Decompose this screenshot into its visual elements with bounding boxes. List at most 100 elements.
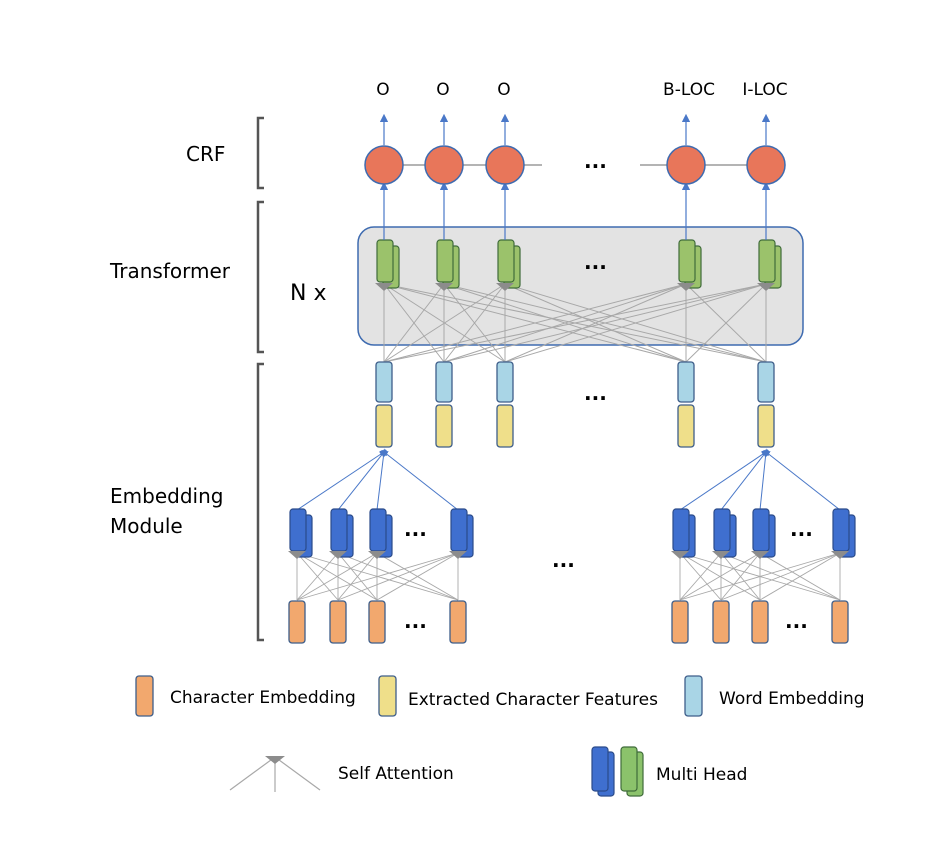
character-embedding-block: [288, 600, 306, 644]
attention-line: [337, 552, 378, 601]
extracted-feature-block: [375, 404, 393, 448]
crf-node: [746, 145, 786, 185]
character-embedding-block: [831, 600, 849, 644]
head-block: [369, 508, 387, 552]
attention-line: [443, 283, 506, 363]
attention-line: [383, 283, 506, 363]
attention-line: [383, 283, 767, 363]
char-ellipsis-right: ...: [785, 609, 808, 633]
aggregation-arrow: [759, 448, 770, 511]
attention-head-marker: [712, 551, 730, 559]
attention-line: [685, 283, 767, 363]
output-tag: O: [376, 80, 389, 100]
crf-node: [364, 145, 404, 185]
legend-swatch-word-embedding: [684, 675, 703, 717]
attention-head-marker: [368, 551, 386, 559]
attention-line: [443, 283, 767, 363]
attention-line: [504, 283, 767, 363]
output-tag: B-LOC: [663, 80, 715, 100]
output-tags: O O O B-LOC I-LOC: [376, 80, 787, 100]
head-ellipsis-right: ...: [790, 517, 813, 541]
transformer-to-crf-arrows: [379, 181, 771, 240]
attention-head-marker: [677, 283, 695, 291]
output-tag: I-LOC: [742, 80, 787, 100]
attention-line: [759, 552, 841, 601]
character-embedding-block: [751, 600, 769, 644]
attention-line: [383, 283, 687, 363]
extracted-feature-block: [435, 404, 453, 448]
crf-node: [666, 145, 706, 185]
transformer-heads: [375, 239, 782, 291]
attention-line: [443, 283, 687, 363]
section-brackets: [256, 116, 264, 642]
word-representation-stacks: [375, 361, 775, 448]
legend: Character Embedding Extracted Character …: [135, 675, 865, 797]
character-self-attention: [296, 552, 841, 601]
word-embedding-block: [496, 361, 514, 403]
transformer-block: [357, 226, 804, 346]
character-embedding-block: [671, 600, 689, 644]
head-block: [436, 239, 454, 283]
attention-head-marker: [375, 283, 393, 291]
attention-head-marker: [671, 551, 689, 559]
character-embeddings: [288, 600, 849, 644]
character-embedding-block: [712, 600, 730, 644]
crf-ellipsis: ...: [584, 149, 607, 173]
repeat-label: N x: [290, 281, 326, 306]
attention-line: [296, 552, 339, 601]
extracted-feature-block: [757, 404, 775, 448]
head-block: [752, 508, 770, 552]
crf-output-arrows: [379, 113, 771, 145]
attention-head-marker: [449, 551, 467, 559]
attention-line: [296, 552, 378, 601]
attention-line: [720, 552, 841, 601]
crf-chain: [364, 145, 786, 185]
head-block: [497, 239, 515, 283]
head-ellipsis-left: ...: [404, 517, 427, 541]
head-block: [289, 508, 307, 552]
output-tag: O: [497, 80, 510, 100]
head-block: [450, 508, 468, 552]
attention-head-marker: [435, 283, 453, 291]
attention-head-marker: [757, 283, 775, 291]
head-block: [758, 239, 776, 283]
legend-label-word-embedding: Word Embedding: [719, 689, 865, 709]
attention-head-marker: [831, 551, 849, 559]
attention-head-marker: [751, 551, 769, 559]
attention-line: [376, 552, 459, 601]
aggregation-arrow: [376, 448, 388, 511]
aggregation-arrow: [337, 449, 387, 511]
word-embedding-block: [435, 361, 453, 403]
attention-head-marker: [329, 551, 347, 559]
legend-label-character-embedding: Character Embedding: [170, 688, 356, 708]
legend-multi-head-icon: [591, 746, 644, 797]
character-embedding-block: [368, 600, 386, 644]
head-block: [376, 239, 394, 283]
aggregation-arrow: [381, 449, 459, 511]
attention-line: [679, 552, 841, 601]
attention-line: [383, 283, 445, 363]
crf-node: [424, 145, 464, 185]
section-label-crf: CRF: [186, 142, 225, 166]
legend-label-multi-head: Multi Head: [656, 765, 747, 785]
aggregation-arrow: [720, 449, 769, 511]
char-ellipsis-left: ...: [404, 609, 427, 633]
section-label-embedding-line2: Module: [110, 514, 183, 538]
legend-label-self-attention: Self Attention: [338, 764, 454, 784]
transformer-ellipsis: ...: [584, 250, 607, 274]
attention-line: [720, 552, 761, 601]
section-label-transformer: Transformer: [109, 259, 231, 283]
transformer-self-attention: [383, 283, 767, 363]
legend-label-extracted-features: Extracted Character Features: [408, 690, 658, 710]
head-block: [832, 508, 850, 552]
word-embedding-block: [677, 361, 695, 403]
attention-line: [504, 283, 687, 363]
attention-head-marker: [496, 283, 514, 291]
attention-head-marker: [288, 551, 306, 559]
output-tag: O: [436, 80, 449, 100]
word-ellipsis: ...: [584, 381, 607, 405]
crf-node: [485, 145, 525, 185]
extracted-feature-block: [677, 404, 695, 448]
legend-self-attention-icon: [229, 756, 321, 792]
